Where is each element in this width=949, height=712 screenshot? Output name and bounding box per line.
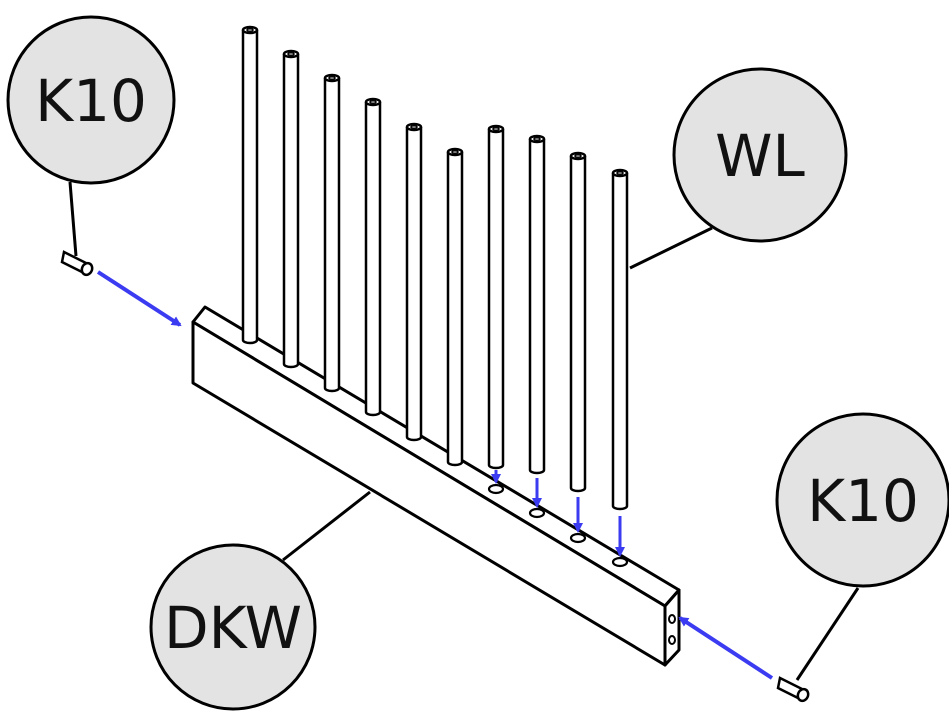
callout-k10-top-label: K10	[35, 67, 147, 135]
rods-wl	[241, 25, 629, 511]
rod-3	[323, 73, 341, 393]
rod-7	[487, 124, 505, 470]
callout-dkw: DKW	[149, 543, 317, 711]
end-hole-2	[668, 635, 676, 645]
beam-end-face	[663, 588, 681, 667]
dowel-left	[60, 250, 94, 277]
callout-k10-bottom: K10	[775, 412, 949, 588]
rod-10	[611, 168, 629, 511]
leader-wl	[629, 226, 713, 270]
rod-5	[405, 122, 423, 442]
end-hole-1	[668, 614, 676, 624]
beam-dkw	[191, 305, 681, 667]
hole-4	[611, 556, 629, 568]
hole-3	[569, 532, 587, 544]
leader-dkw	[282, 490, 371, 562]
callout-dkw-label: DKW	[164, 594, 302, 662]
hole-1	[487, 483, 505, 495]
arrow-dowel-right	[678, 616, 774, 680]
leader-lines	[68, 181, 860, 681]
rod-2	[282, 49, 300, 369]
dowel-right	[776, 676, 810, 703]
hole-2	[528, 507, 546, 519]
leader-k10-top	[68, 181, 78, 257]
rod-6	[446, 147, 464, 467]
rod-4	[364, 97, 382, 417]
assembly-arrows	[96, 270, 774, 680]
callout-wl: WL	[672, 67, 848, 243]
rod-8	[528, 134, 546, 475]
arrow-dowel-left	[96, 270, 182, 327]
callout-wl-label: WL	[715, 122, 805, 190]
callout-k10-bottom-label: K10	[807, 467, 919, 535]
rod-9	[569, 151, 587, 493]
rod-1	[241, 25, 259, 345]
beam-holes	[487, 483, 629, 568]
leader-k10-bottom	[795, 587, 860, 681]
callout-k10-top: K10	[6, 15, 176, 185]
